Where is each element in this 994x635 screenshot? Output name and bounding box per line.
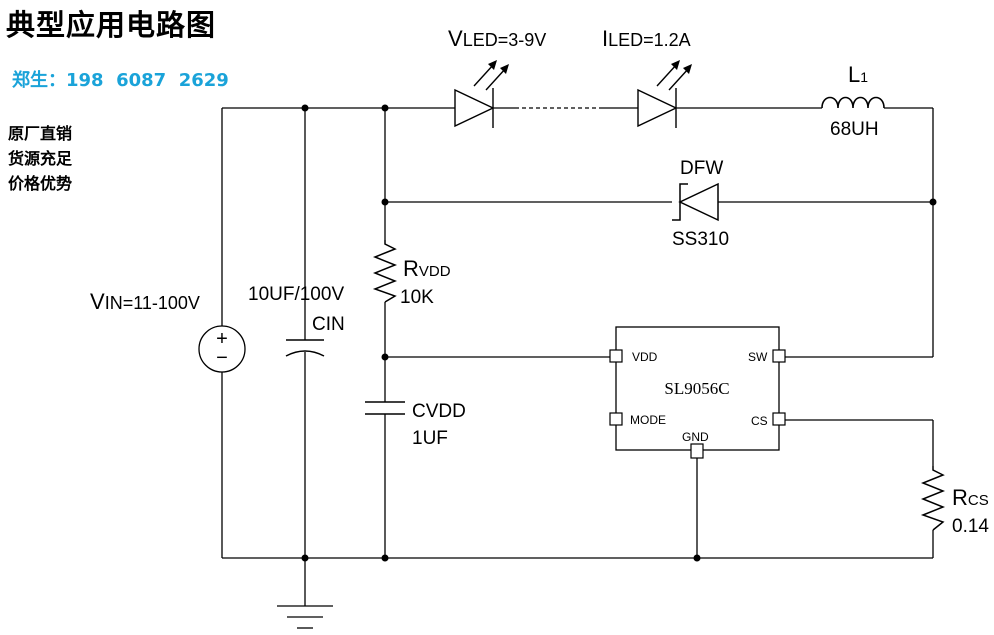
cin-label: CIN	[312, 314, 345, 335]
ground-icon	[277, 605, 333, 629]
dfw-label: DFW	[680, 158, 723, 179]
voltage-source-icon: + −	[198, 325, 246, 373]
cvdd-value-label: 1UF	[412, 428, 448, 449]
cin-capacitor-icon	[285, 339, 325, 357]
pin-sw	[772, 349, 786, 363]
schottky-diode-icon	[672, 182, 719, 222]
inductor-icon	[821, 96, 885, 109]
led-2-icon	[637, 63, 690, 128]
note-1: 原厂直销	[8, 124, 73, 143]
pin-vdd	[609, 349, 623, 363]
junction-dots	[301, 104, 937, 562]
iled-label: ILED=1.2A	[602, 26, 691, 51]
pin-mode-label: MODE	[630, 413, 666, 427]
cvdd-label: CVDD	[412, 401, 466, 422]
chip-name: SL9056C	[664, 379, 729, 398]
l1-value-label: 68UH	[830, 119, 879, 140]
rvdd-label: RVDD	[403, 256, 451, 281]
source-plus: +	[216, 328, 228, 350]
led-1-icon	[454, 63, 507, 128]
rcs-label: RCS	[952, 485, 989, 510]
pin-cs-label: CS	[751, 414, 768, 428]
led-1-arrows-icon	[488, 60, 509, 74]
pin-gnd-label: GND	[682, 430, 709, 444]
pin-sw-label: SW	[748, 350, 768, 364]
dfw-part-label: SS310	[672, 229, 729, 250]
contact-phone: 郑生：198 6087 2629	[12, 70, 229, 91]
rcs-resistor-icon	[920, 466, 946, 531]
pin-gnd	[690, 443, 704, 459]
rvdd-resistor-icon	[372, 240, 398, 303]
source-minus: −	[216, 347, 228, 369]
pin-vdd-label: VDD	[632, 350, 658, 364]
vled-label: VLED=3-9V	[448, 26, 546, 51]
ic-chip	[615, 326, 780, 451]
pin-mode	[609, 412, 623, 426]
note-2: 货源充足	[8, 149, 73, 168]
rcs-value-label: 0.14	[952, 516, 989, 537]
rvdd-value-label: 10K	[400, 287, 434, 308]
note-3: 价格优势	[8, 174, 73, 193]
vin-label: VIN=11-100V	[90, 289, 200, 314]
chip-pins	[609, 349, 786, 459]
led-2-arrows-icon	[671, 60, 692, 74]
cin-value-label: 10UF/100V	[248, 284, 344, 305]
page-title: 典型应用电路图	[6, 8, 217, 42]
wires	[221, 107, 934, 606]
l1-label: L1	[848, 62, 868, 87]
pin-cs	[772, 412, 786, 426]
cvdd-capacitor-icon	[365, 401, 405, 415]
